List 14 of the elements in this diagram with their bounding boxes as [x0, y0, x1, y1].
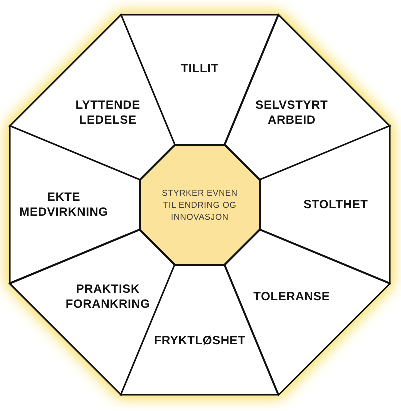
- segment-label: TILLIT: [180, 62, 220, 76]
- center-text: STYRKER EVNEN TIL ENDRING OG INNOVASJON: [162, 187, 238, 223]
- octagon-segment: [224, 15, 390, 180]
- segment-label: FRYKTLØSHET: [153, 334, 247, 348]
- segment-label: STOLTHET: [302, 197, 370, 212]
- center-octagon: [140, 145, 260, 265]
- segment-label: SELVSTYRT ARBEID: [254, 98, 330, 128]
- octagon-segment: [10, 126, 140, 284]
- octagon-segment: [10, 15, 176, 180]
- segment-label: TOLERANSE: [252, 289, 332, 304]
- segment-label: EKTE MEDVIRKNING: [18, 190, 110, 220]
- segment-label: PRAKTISK FORANKRING: [64, 282, 152, 312]
- octagon-segment: [260, 126, 390, 284]
- segment-label: LYTTENDE LEDELSE: [74, 98, 142, 128]
